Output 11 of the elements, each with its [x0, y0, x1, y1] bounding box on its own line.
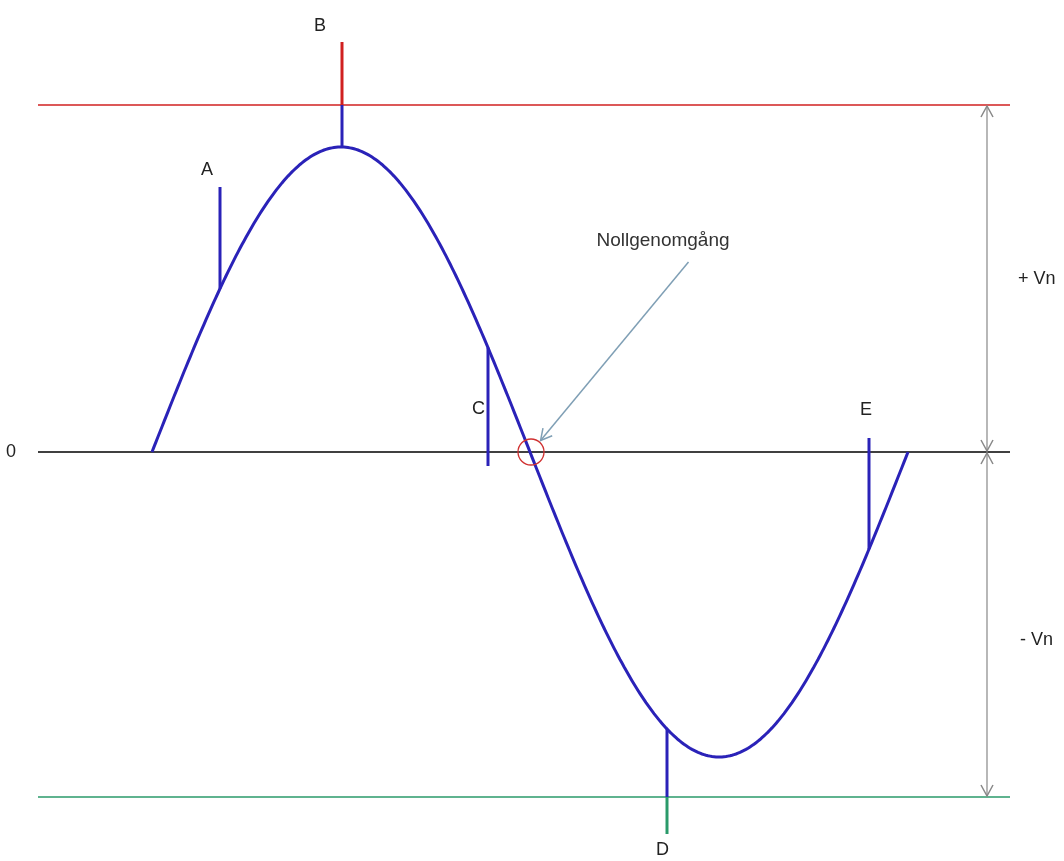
point-label: A: [201, 158, 213, 180]
point-label: E: [860, 398, 872, 420]
leader-line: [539, 261, 690, 442]
point-label: - Vn: [1020, 628, 1053, 650]
zero-crossing-circle: [517, 438, 545, 466]
point-label: 0: [6, 440, 16, 462]
point-label: + Vn: [1018, 267, 1056, 289]
point-label: C: [472, 397, 485, 419]
point-label: D: [656, 838, 669, 860]
point-label: B: [314, 14, 326, 36]
callout-text: Nollgenomgång: [578, 224, 748, 256]
